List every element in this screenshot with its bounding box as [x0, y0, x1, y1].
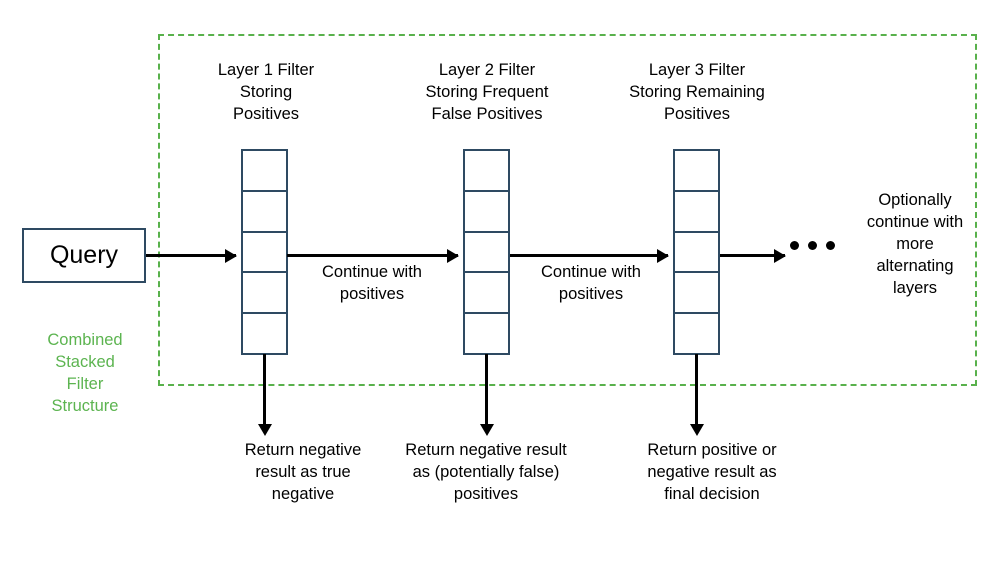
filter-cell [463, 230, 510, 274]
filter-cell [673, 230, 720, 274]
filter-cell [673, 312, 720, 355]
filter-cell [241, 189, 288, 233]
filter-cell [241, 149, 288, 192]
filter-cell [463, 271, 510, 315]
arrow-layer2-down [485, 354, 488, 426]
layer1-to-layer2-caption: Continue with positives [322, 263, 422, 303]
filter-cell [241, 271, 288, 315]
optional-continuation-caption: Optionally continue with more alternatin… [866, 191, 964, 297]
filter-cell [241, 312, 288, 355]
filter-cell [463, 189, 510, 233]
query-label: Query [49, 241, 119, 269]
stacked-filter-boundary [158, 34, 977, 386]
arrow-layer1-down [263, 354, 266, 426]
layer-1-title: Layer 1 Filter Storing Positives [217, 61, 315, 123]
layer-2-result-caption: Return negative result as (potentially f… [405, 441, 567, 503]
ellipsis-icon [790, 241, 835, 250]
layer-3-filter-column [673, 149, 720, 355]
arrow-layer3-to-continuation [720, 254, 785, 257]
arrow-query-to-layer1 [146, 254, 236, 257]
query-box: Query [22, 228, 146, 283]
arrow-layer2-to-layer3 [510, 254, 668, 257]
layer-3-title: Layer 3 Filter Storing Remaining Positiv… [629, 61, 765, 123]
layer-1-filter-column [241, 149, 288, 355]
layer-2-filter-column [463, 149, 510, 355]
layer2-to-layer3-caption: Continue with positives [541, 263, 641, 303]
arrow-layer1-to-layer2 [287, 254, 458, 257]
combined-stacked-filter-caption: Combined Stacked Filter Structure [47, 331, 123, 415]
filter-cell [673, 189, 720, 233]
layer-1-result-caption: Return negative result as true negative [244, 441, 362, 503]
layer-3-result-caption: Return positive or negative result as fi… [647, 441, 777, 503]
filter-cell [241, 230, 288, 274]
filter-cell [673, 149, 720, 192]
filter-cell [463, 149, 510, 192]
arrow-layer3-down [695, 354, 698, 426]
filter-cell [673, 271, 720, 315]
layer-2-title: Layer 2 Filter Storing Frequent False Po… [425, 61, 549, 123]
filter-cell [463, 312, 510, 355]
